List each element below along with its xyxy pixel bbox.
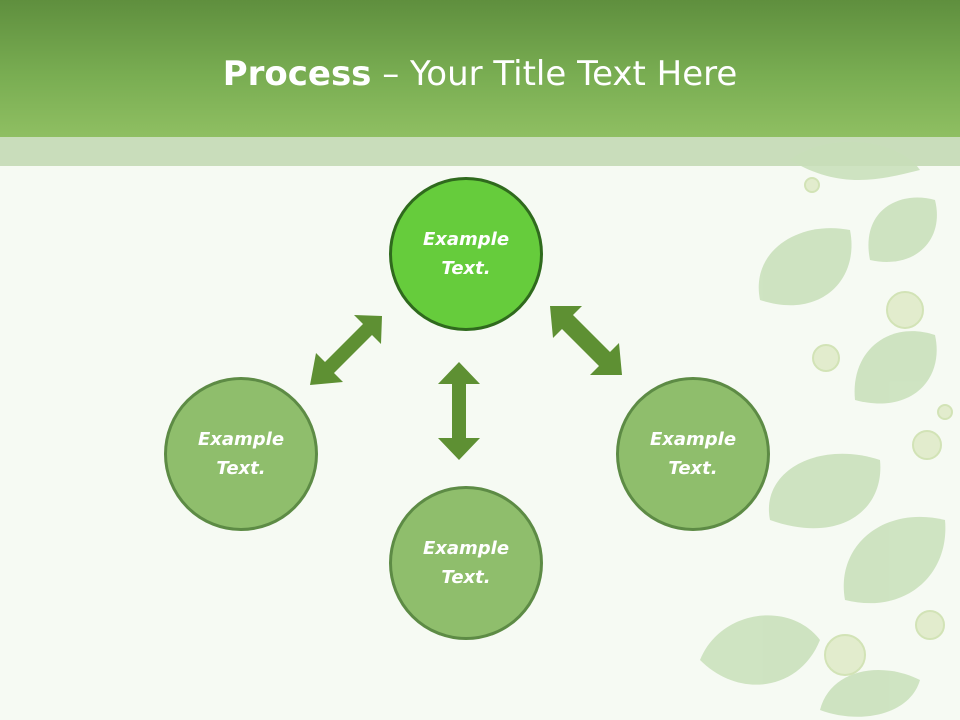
process-node-right: Example Text. <box>616 377 770 531</box>
process-node-top: Example Text. <box>389 177 543 331</box>
node-label-top: Example Text. <box>422 229 510 279</box>
title-header-bar <box>0 0 960 137</box>
title-rest: – Your Title Text Here <box>371 54 738 94</box>
arrow-top-left <box>310 315 382 385</box>
title-bold: Process <box>222 54 372 94</box>
node-label-right: Example Text. <box>649 429 737 479</box>
arrow-vertical <box>438 362 480 460</box>
node-label-left: Example Text. <box>197 429 285 479</box>
slide-title: Process – Your Title Text Here <box>0 50 960 98</box>
process-node-bottom: Example Text. <box>389 486 543 640</box>
node-label-bottom: Example Text. <box>422 538 510 588</box>
arrow-top-right <box>550 306 622 375</box>
process-node-left: Example Text. <box>164 377 318 531</box>
